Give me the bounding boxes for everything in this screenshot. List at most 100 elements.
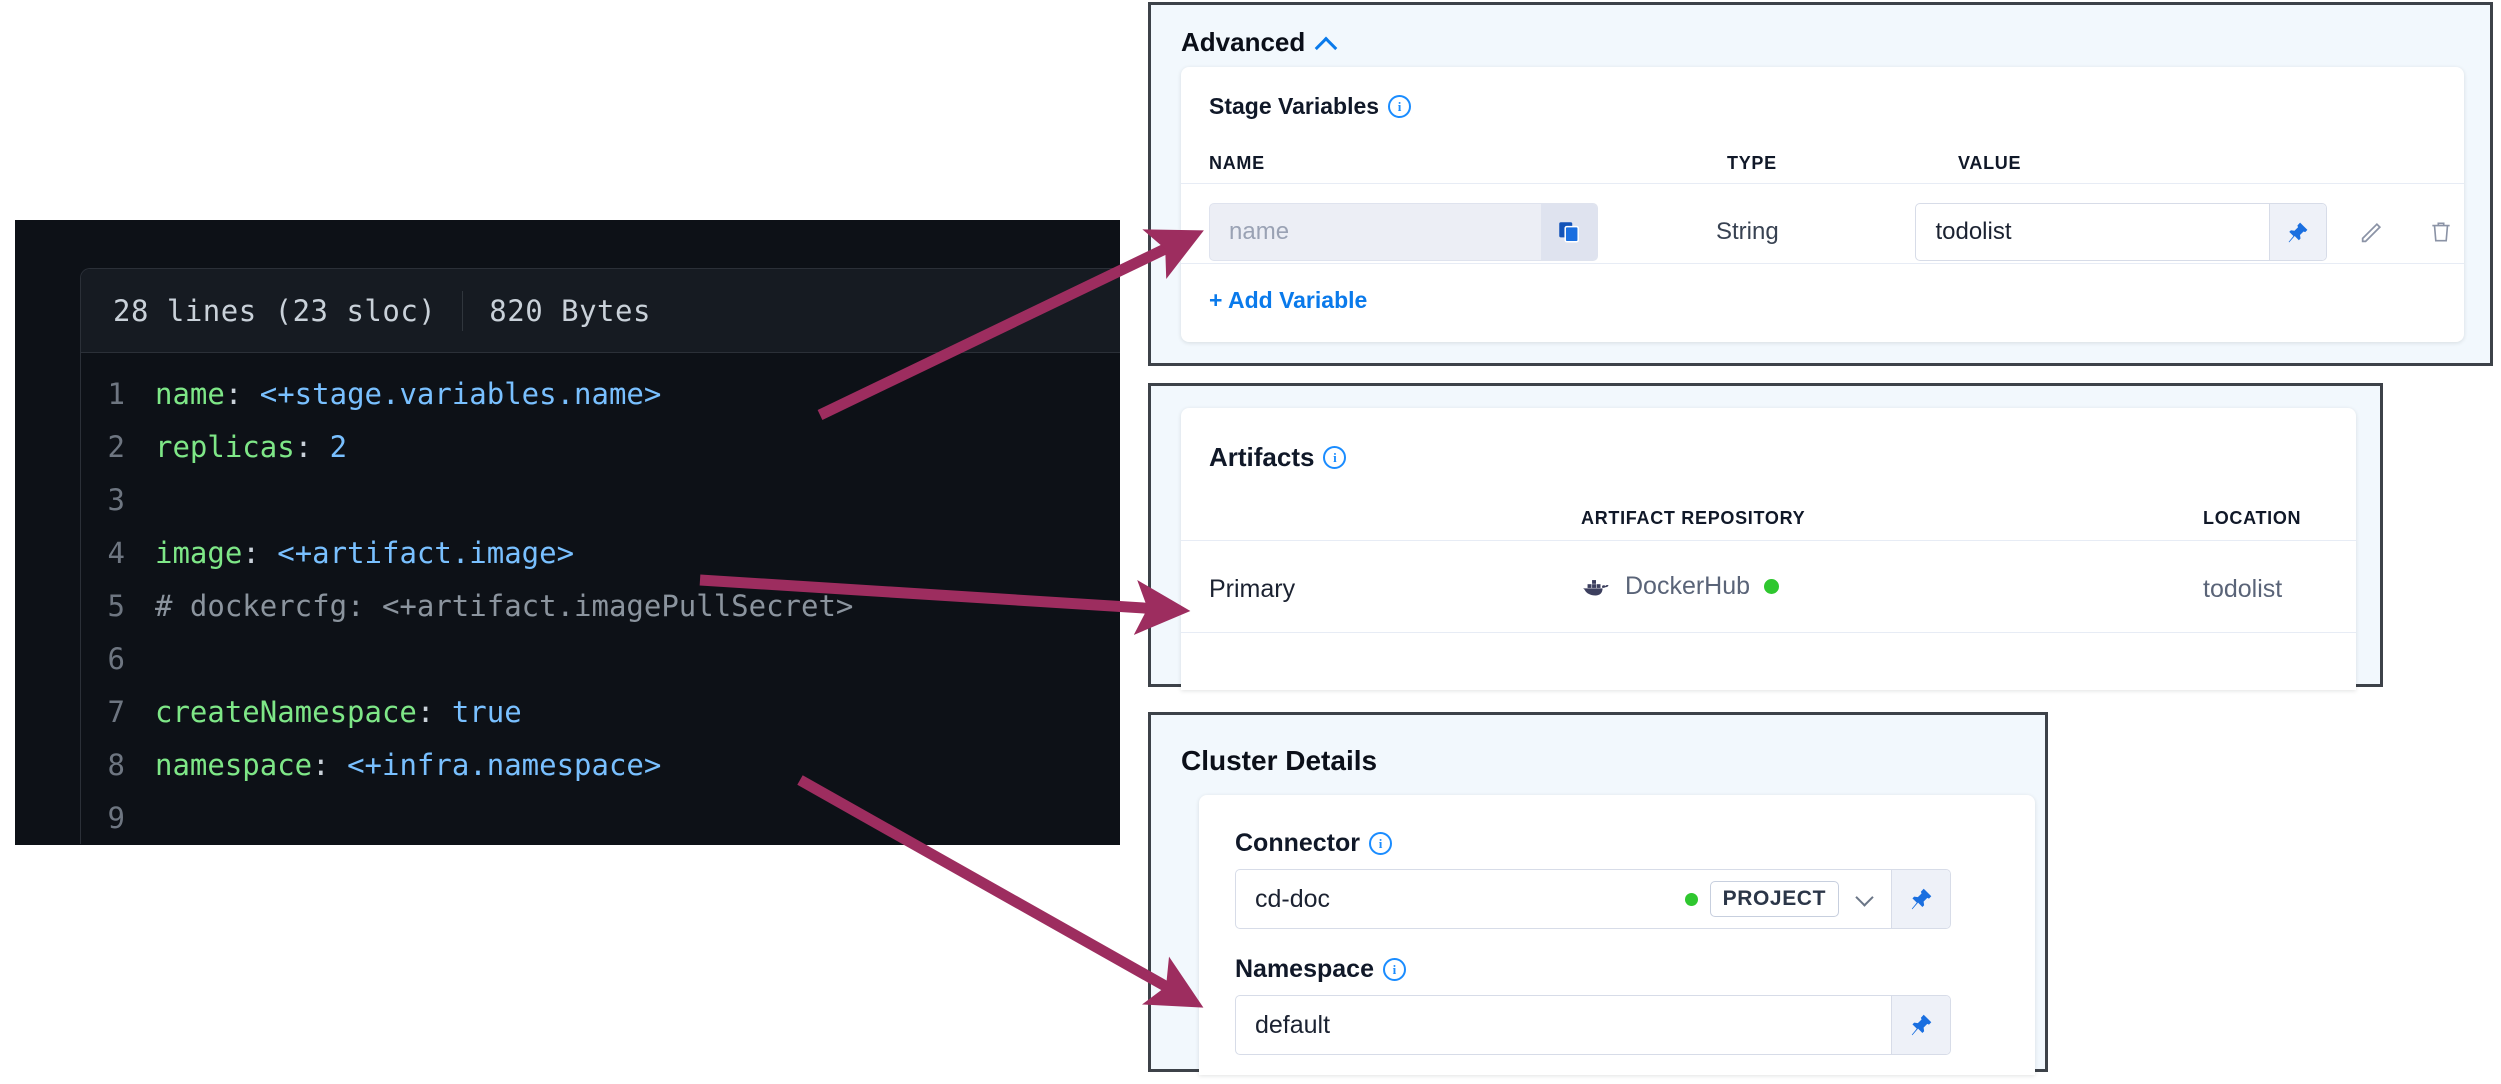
code-line-text: namespace: <+infra.namespace> [155, 748, 661, 782]
code-line-text: image: <+artifact.image> [155, 536, 574, 570]
column-header-artifact-repository: ARTIFACT REPOSITORY [1581, 508, 1806, 528]
column-header-name: NAME [1209, 153, 1265, 173]
code-token: <+stage.variables.name> [259, 376, 662, 411]
code-line-number: 9 [107, 800, 125, 835]
variable-type-value: String [1716, 218, 1779, 245]
info-icon[interactable]: i [1388, 95, 1412, 118]
code-file-meta: 28 lines (23 sloc) 820 Bytes [81, 269, 1120, 353]
info-icon[interactable]: i [1323, 446, 1347, 469]
artifacts-card: Artifacts i ARTIFACT REPOSITORY LOCATION… [1181, 408, 2356, 690]
cluster-details-header: Cluster Details [1181, 745, 1377, 777]
column-header-location: LOCATION [2203, 508, 2302, 528]
code-token: <+infra.namespace> [347, 747, 662, 782]
info-icon[interactable]: i [1382, 958, 1406, 981]
connector-status-dot-icon [1684, 892, 1698, 906]
advanced-header[interactable]: Advanced [1181, 27, 1335, 58]
code-line-number: 3 [107, 482, 125, 517]
artifact-kind: Primary [1209, 575, 1296, 603]
artifacts-row-divider [1181, 632, 2356, 633]
status-dot-icon [1764, 579, 1780, 594]
stage-variables-label-text: Stage Variables [1209, 93, 1380, 119]
connector-field[interactable]: cd-doc PROJECT [1235, 869, 1951, 929]
code-line: 6 [81, 632, 1120, 685]
cluster-details-panel: Cluster Details Connector i cd-doc PROJE… [1148, 712, 2048, 1075]
stage-variable-row: String [1209, 203, 2464, 261]
artifact-repository[interactable]: DockerHub [1581, 572, 1780, 601]
code-line-number: 5 [107, 588, 125, 623]
code-token: image [155, 535, 243, 570]
namespace-label-text: Namespace [1235, 955, 1374, 983]
namespace-value: default [1255, 1010, 1331, 1039]
code-file-size: 820 Bytes [489, 293, 651, 328]
code-viewer-panel: 28 lines (23 sloc) 820 Bytes 1 name: <+st… [15, 220, 1120, 845]
code-line-text: createNamespace: true [155, 695, 522, 729]
namespace-label: Namespace i [1235, 955, 1406, 984]
code-token: : [416, 694, 452, 729]
artifacts-label: Artifacts i [1209, 442, 1347, 473]
code-line: 5 # dockercfg: <+artifact.imagePullSecret… [81, 579, 1120, 632]
code-line-number: 4 [107, 535, 125, 570]
copy-icon[interactable] [1541, 204, 1597, 260]
code-line: 3 [81, 473, 1120, 526]
variable-value-field[interactable] [1915, 203, 2327, 261]
code-line: 8 namespace: <+infra.namespace> [81, 738, 1120, 791]
code-token: namespace [155, 747, 313, 782]
code-token: : [242, 535, 278, 570]
code-line-text: replicas: 2 [155, 430, 347, 464]
artifacts-header-divider [1181, 540, 2356, 541]
table-header-divider [1181, 183, 2464, 184]
code-line: 9 [81, 791, 1120, 844]
code-line-number: 8 [107, 747, 125, 782]
artifacts-panel: Artifacts i ARTIFACT REPOSITORY LOCATION… [1148, 383, 2383, 690]
code-token: # dockercfg: <+artifact.imagePullSecret> [155, 588, 854, 623]
stage-variables-card: Stage Variables i NAME TYPE VALUE String [1181, 67, 2464, 342]
code-line: 1 name: <+stage.variables.name> [81, 367, 1120, 420]
column-header-type: TYPE [1727, 153, 1777, 173]
add-variable-button[interactable]: + Add Variable [1209, 287, 1368, 313]
docker-whale-icon [1581, 575, 1611, 599]
connector-value: cd-doc [1255, 884, 1331, 913]
variable-name-field[interactable] [1209, 203, 1598, 261]
pin-icon[interactable] [2268, 204, 2326, 260]
artifact-row: Primary DockerHub todolist [1181, 540, 2356, 632]
advanced-title: Advanced [1181, 27, 1306, 57]
code-line-text: name: <+stage.variables.name> [155, 377, 661, 411]
connector-scope-badge: PROJECT [1709, 881, 1839, 917]
info-icon[interactable]: i [1369, 832, 1392, 855]
code-line: 4 image: <+artifact.image> [81, 526, 1120, 579]
pin-icon[interactable] [1891, 870, 1950, 928]
code-token: 2 [329, 429, 348, 464]
chevron-down-icon[interactable] [1855, 889, 1875, 909]
code-token: createNamespace [155, 694, 417, 729]
artifacts-label-text: Artifacts [1209, 442, 1315, 472]
namespace-field[interactable]: default [1235, 995, 1951, 1055]
code-line-number: 6 [107, 641, 125, 676]
artifact-location: todolist [2203, 575, 2283, 603]
pin-icon[interactable] [1891, 996, 1950, 1054]
code-line-number: 2 [107, 429, 125, 464]
code-token: : [294, 429, 330, 464]
advanced-panel: Advanced Stage Variables i NAME TYPE VAL… [1148, 2, 2493, 366]
code-token: replicas [155, 429, 295, 464]
code-token: true [451, 694, 522, 729]
code-token: : [312, 747, 348, 782]
code-line-number: 1 [107, 376, 125, 411]
cluster-fields-card: Connector i cd-doc PROJECT Namespace i d… [1199, 795, 2035, 1075]
code-line-number: 7 [107, 694, 125, 729]
connector-label-text: Connector [1235, 829, 1360, 857]
stage-variables-label: Stage Variables i [1209, 93, 1412, 120]
variable-value-input[interactable] [1916, 203, 2269, 261]
table-row-divider [1181, 263, 2464, 264]
variable-name-input[interactable] [1210, 203, 1541, 261]
meta-divider [462, 290, 464, 331]
connector-label: Connector i [1235, 829, 1392, 858]
code-file-card: 28 lines (23 sloc) 820 Bytes 1 name: <+st… [80, 268, 1120, 844]
delete-variable-button[interactable] [2417, 207, 2464, 257]
code-line-text: # dockercfg: <+artifact.imagePullSecret> [155, 589, 853, 623]
chevron-up-icon[interactable] [1317, 34, 1335, 52]
code-token: <+artifact.image> [277, 535, 575, 570]
edit-variable-button[interactable] [2349, 207, 2396, 257]
code-line: 7 createNamespace: true [81, 685, 1120, 738]
code-line-count: 28 lines (23 sloc) [113, 293, 437, 328]
